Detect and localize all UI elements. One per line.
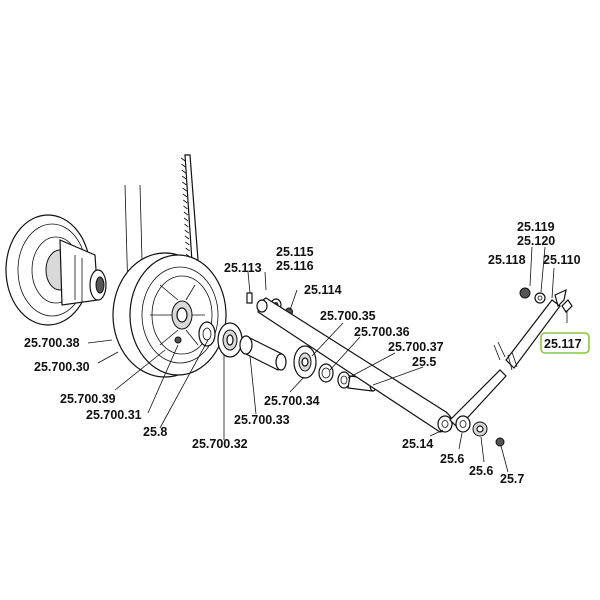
upper-arm — [449, 288, 567, 429]
label-25-5[interactable]: 25.5 — [412, 355, 436, 369]
driven-pulley — [112, 252, 227, 378]
label-25-6-a[interactable]: 25.6 — [440, 452, 464, 466]
label-25-118[interactable]: 25.118 — [488, 253, 526, 267]
drive-belt — [124, 154, 199, 296]
label-25-14[interactable]: 25.14 — [402, 437, 433, 451]
label-25-700-34[interactable]: 25.700.34 — [264, 394, 320, 408]
label-25-700-37[interactable]: 25.700.37 — [388, 340, 444, 354]
label-25-700-35[interactable]: 25.700.35 — [320, 309, 376, 323]
label-25-700-39[interactable]: 25.700.39 — [60, 392, 116, 406]
part-labels: 25.113 25.115 25.116 25.114 25.700.35 25… — [24, 220, 582, 486]
label-25-117[interactable]: 25.117 — [544, 337, 582, 351]
label-25-700-30[interactable]: 25.700.30 — [34, 360, 90, 374]
label-25-6-b[interactable]: 25.6 — [469, 464, 493, 478]
label-25-700-32[interactable]: 25.700.32 — [192, 437, 248, 451]
label-25-700-31[interactable]: 25.700.31 — [86, 408, 142, 422]
label-25-110[interactable]: 25.110 — [543, 253, 581, 267]
small-hardware-right — [455, 287, 573, 447]
label-25-114[interactable]: 25.114 — [304, 283, 342, 297]
label-25-115[interactable]: 25.115 — [276, 245, 314, 259]
label-25-119[interactable]: 25.119 — [517, 220, 555, 234]
label-25-116[interactable]: 25.116 — [276, 259, 314, 273]
label-25-120[interactable]: 25.120 — [517, 234, 555, 248]
label-25-8[interactable]: 25.8 — [143, 425, 167, 439]
label-25-7[interactable]: 25.7 — [500, 472, 524, 486]
label-25-700-36[interactable]: 25.700.36 — [354, 325, 410, 339]
highlight-box-25-117 — [540, 332, 590, 354]
leader-lines — [87, 246, 568, 473]
label-25-700-38[interactable]: 25.700.38 — [24, 336, 80, 350]
motor-pulley — [5, 214, 107, 326]
label-25-113[interactable]: 25.113 — [224, 261, 262, 275]
label-25-700-33[interactable]: 25.700.33 — [234, 413, 290, 427]
